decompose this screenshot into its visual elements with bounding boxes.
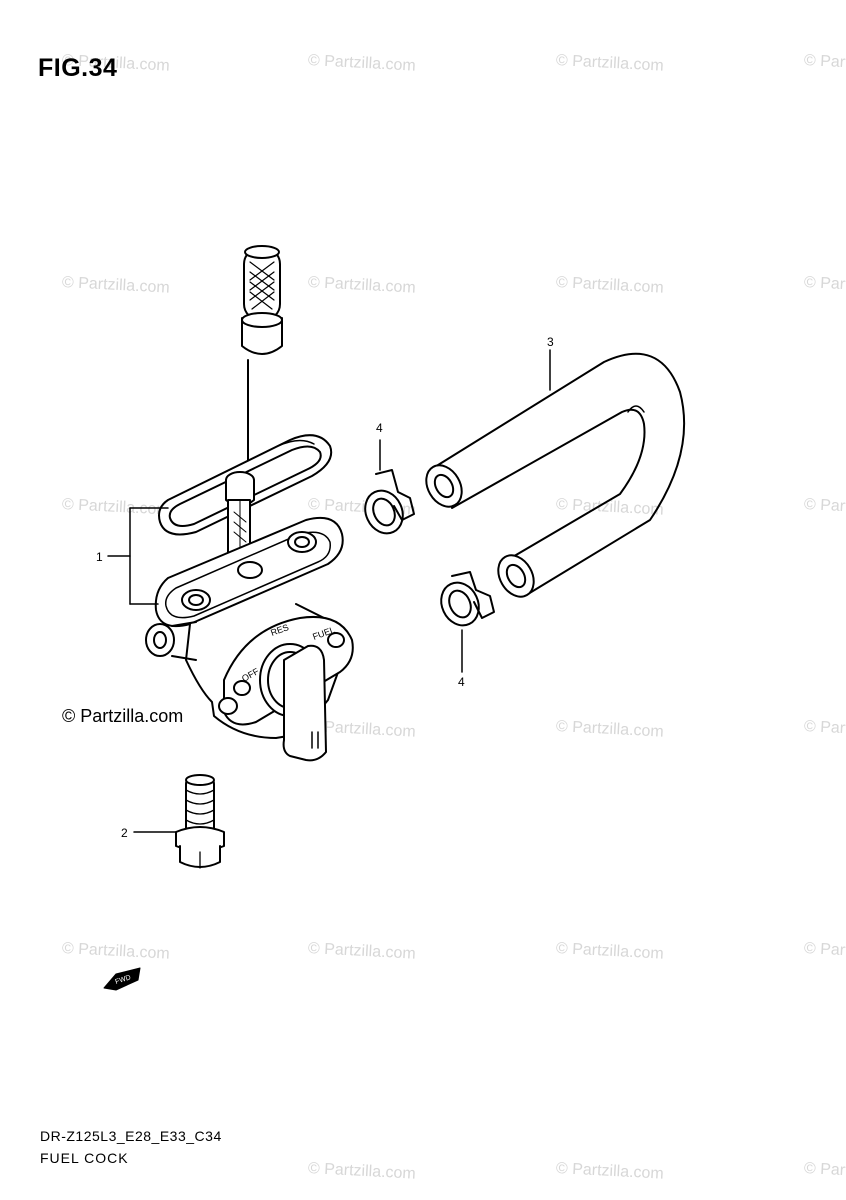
section-name: FUEL COCK: [40, 1150, 129, 1166]
hose-clip-lower[interactable]: [434, 571, 495, 673]
flange-bolt[interactable]: [133, 774, 225, 869]
callout-bracket-1: [107, 507, 169, 605]
fuel-strainer[interactable]: [241, 245, 283, 491]
brand-label: © Partzilla.com: [62, 706, 184, 726]
callout-4-upper: 4: [376, 421, 383, 435]
hose-clip-upper[interactable]: [358, 439, 415, 540]
callout-3: 3: [547, 335, 554, 349]
fuel-hose[interactable]: [419, 349, 686, 603]
callout-1: 1: [96, 550, 103, 564]
fwd-arrow-icon: FWD: [103, 967, 141, 991]
strainer-mesh: [249, 261, 275, 310]
callout-2: 2: [121, 826, 128, 840]
figure-title: FIG.34: [38, 54, 118, 82]
fwd-arrow-label: FWD: [114, 974, 131, 986]
callout-4-lower: 4: [458, 675, 465, 689]
fuel-cock-body[interactable]: RES FUEL OFF: [145, 516, 354, 762]
model-code: DR-Z125L3_E28_E33_C34: [40, 1128, 222, 1144]
